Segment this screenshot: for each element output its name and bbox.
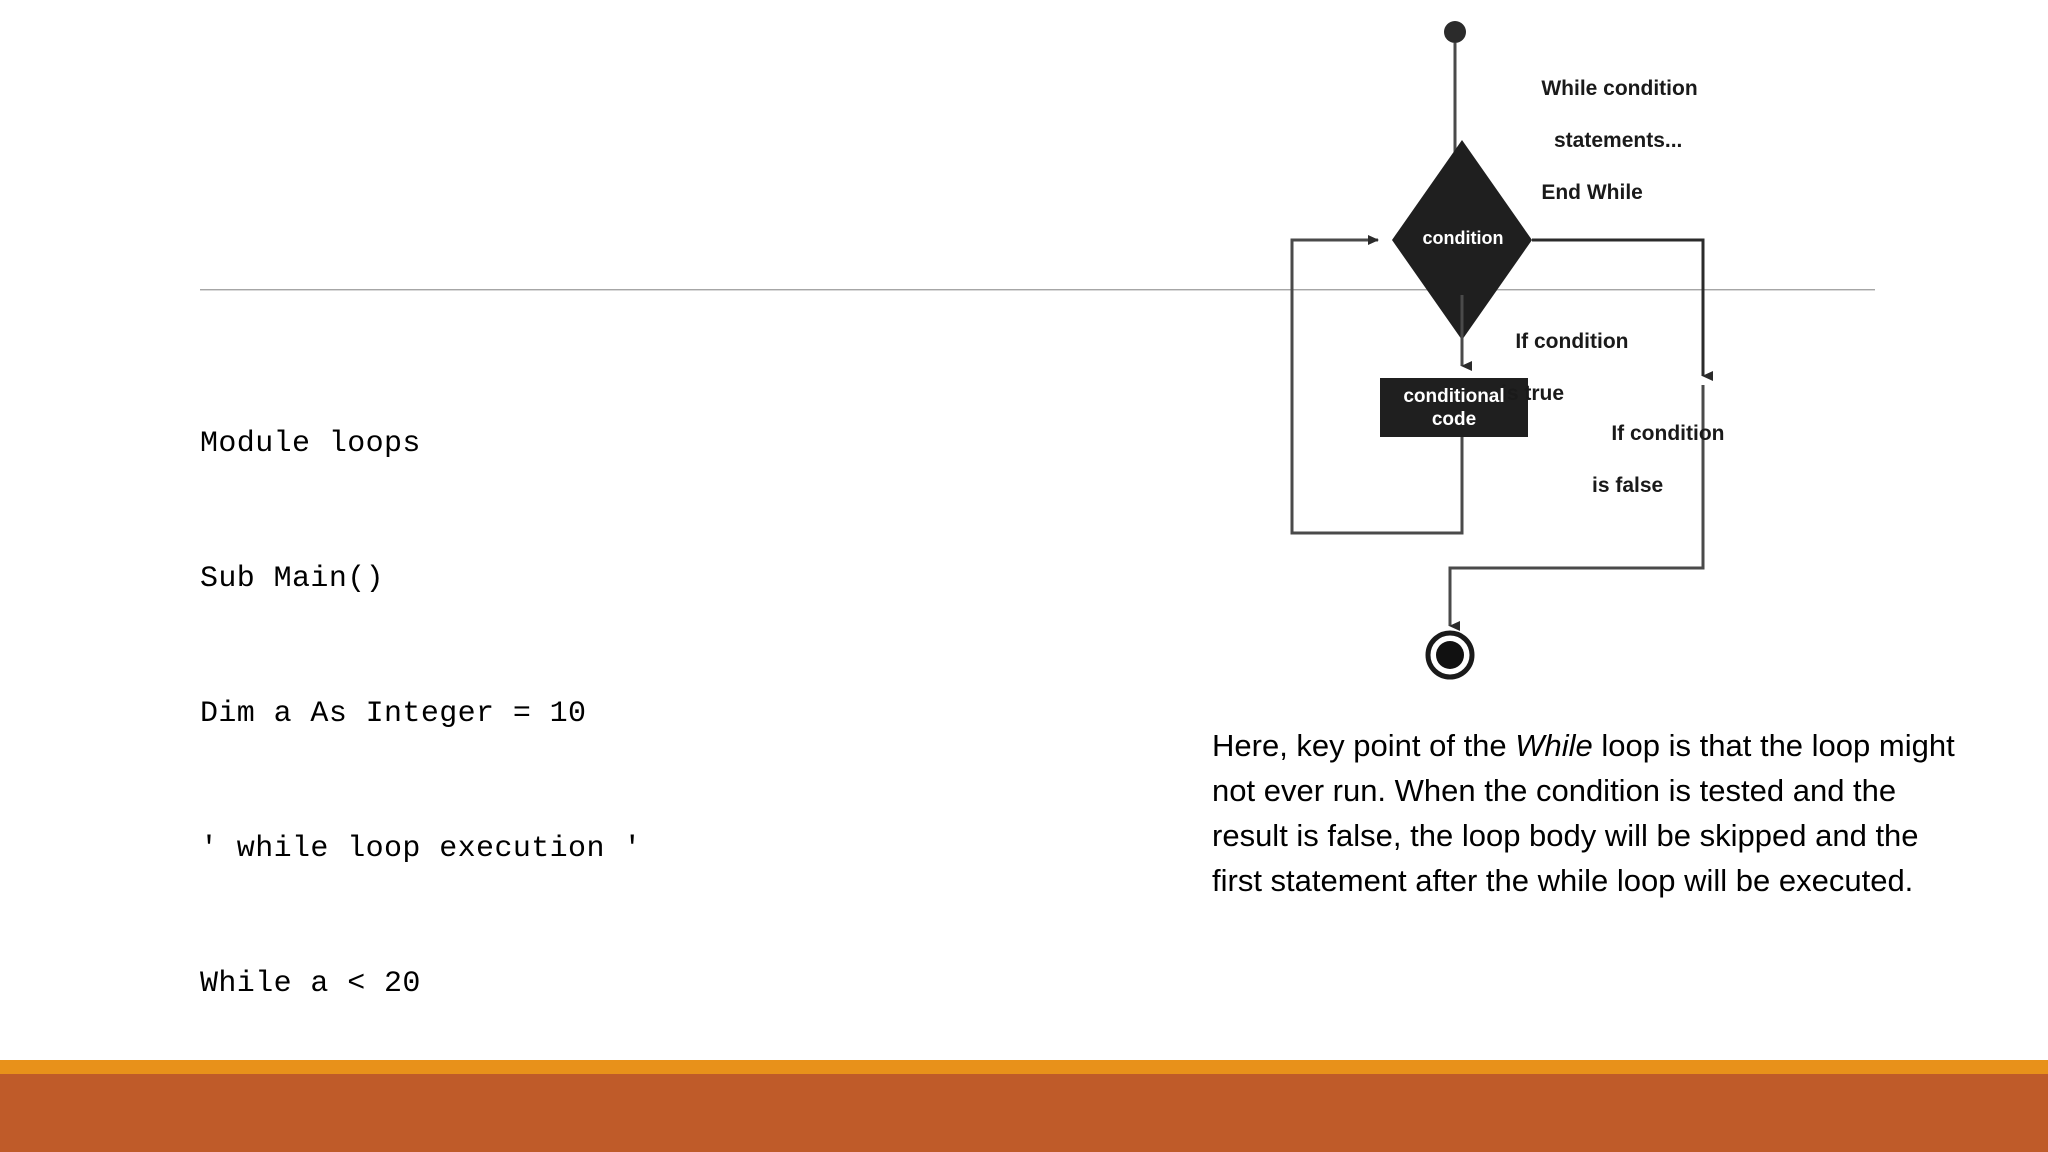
edge-false-branch-to-end (1448, 385, 1705, 631)
annotation-line-is-false: is false (1592, 474, 1664, 498)
body-paragraph: Here, key point of the While loop is tha… (1212, 723, 1974, 903)
action-box (1380, 378, 1528, 437)
edge-false-branch-upper (1532, 238, 1713, 381)
edge-loop-back (1290, 235, 1464, 535)
code-line: Dim a As Integer = 10 (200, 697, 587, 731)
decision-diamond (1392, 140, 1532, 340)
code-block: Module loops Sub Main() Dim a As Integer… (200, 332, 918, 1152)
horizontal-divider (200, 289, 1875, 291)
flowchart-true-annotation: If condition is true (1492, 303, 1629, 459)
annotation-line-end-while: End While (1541, 181, 1643, 205)
code-line: ' while loop execution ' (200, 832, 642, 866)
paragraph-part-2: loop is that the loop might not ever run… (1212, 728, 1955, 898)
annotation-line-while-condition: While condition (1541, 77, 1698, 101)
flowchart-top-annotation: While condition statements... End While (1518, 50, 1698, 232)
while-loop-flowchart (1260, 0, 1780, 700)
paragraph-part-1: Here, key point of the (1212, 728, 1516, 763)
annotation-line-if-condition-true: If condition (1515, 330, 1629, 354)
annotation-line-statements: statements... (1554, 129, 1683, 153)
code-line: Sub Main() (200, 562, 385, 596)
annotation-line-is-true: is true (1501, 382, 1565, 406)
flowchart-false-annotation: If condition is false (1588, 395, 1725, 551)
end-node-inner-dot-icon (1436, 641, 1464, 669)
code-line: Module loops (200, 427, 421, 461)
footer-band-terracotta (0, 1074, 2048, 1152)
annotation-line-if-condition-false: If condition (1611, 422, 1725, 446)
start-node-icon (1444, 21, 1466, 43)
code-line: While a < 20 (200, 967, 421, 1001)
paragraph-emphasis-while: While (1515, 728, 1593, 763)
footer-band-amber (0, 1060, 2048, 1074)
